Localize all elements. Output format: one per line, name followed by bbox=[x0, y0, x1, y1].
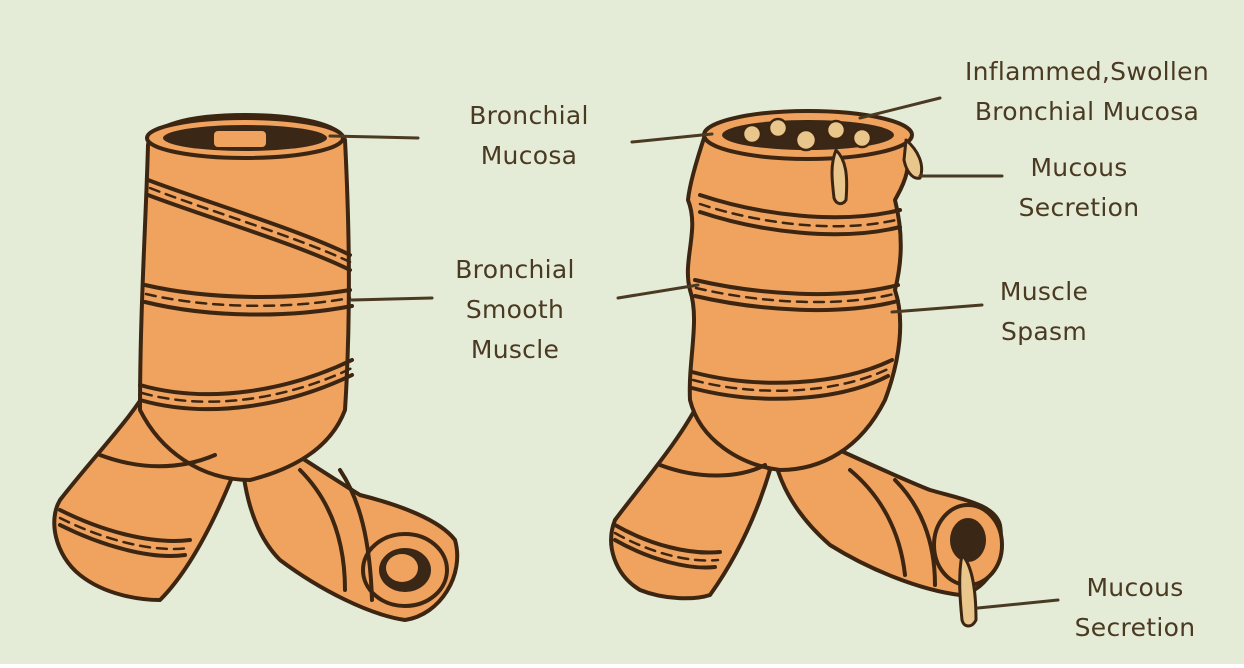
label-line: Muscle bbox=[440, 330, 590, 370]
label-line: Spasm bbox=[984, 312, 1104, 352]
label-line: Bronchial Mucosa bbox=[942, 92, 1232, 132]
label-line: Mucous bbox=[1004, 148, 1154, 188]
swollen-mucosa-fold bbox=[827, 121, 845, 139]
label-line: Secretion bbox=[1060, 608, 1210, 648]
swollen-mucosa-fold bbox=[743, 125, 761, 143]
asthma-right-lumen bbox=[950, 518, 986, 562]
normal-right-lumen-inner bbox=[386, 554, 418, 582]
swollen-mucosa-fold bbox=[769, 119, 787, 137]
label-bronchial-mucosa: Bronchial Mucosa bbox=[454, 96, 604, 176]
label-mucous-secretion-bottom: Mucous Secretion bbox=[1060, 568, 1210, 648]
label-line: Smooth bbox=[440, 290, 590, 330]
swollen-mucosa-fold bbox=[796, 130, 816, 150]
label-mucous-secretion-top: Mucous Secretion bbox=[1004, 148, 1154, 228]
asthma-trunk bbox=[688, 123, 908, 470]
label-line: Muscle bbox=[984, 272, 1104, 312]
leader-smooth-muscle-left bbox=[352, 298, 432, 300]
label-line: Mucosa bbox=[454, 136, 604, 176]
label-line: Bronchial bbox=[440, 250, 590, 290]
label-line: Secretion bbox=[1004, 188, 1154, 228]
normal-mucosa-inner bbox=[214, 131, 266, 147]
leader-bronchial-mucosa-left bbox=[330, 136, 418, 138]
label-line: Inflammed,Swollen bbox=[942, 52, 1232, 92]
label-muscle-spasm: Muscle Spasm bbox=[984, 272, 1104, 352]
label-line: Mucous bbox=[1060, 568, 1210, 608]
label-bronchial-smooth-muscle: Bronchial Smooth Muscle bbox=[440, 250, 590, 370]
label-inflamed-mucosa: Inflammed,Swollen Bronchial Mucosa bbox=[942, 52, 1232, 132]
swollen-mucosa-fold bbox=[853, 129, 871, 147]
label-line: Bronchial bbox=[454, 96, 604, 136]
